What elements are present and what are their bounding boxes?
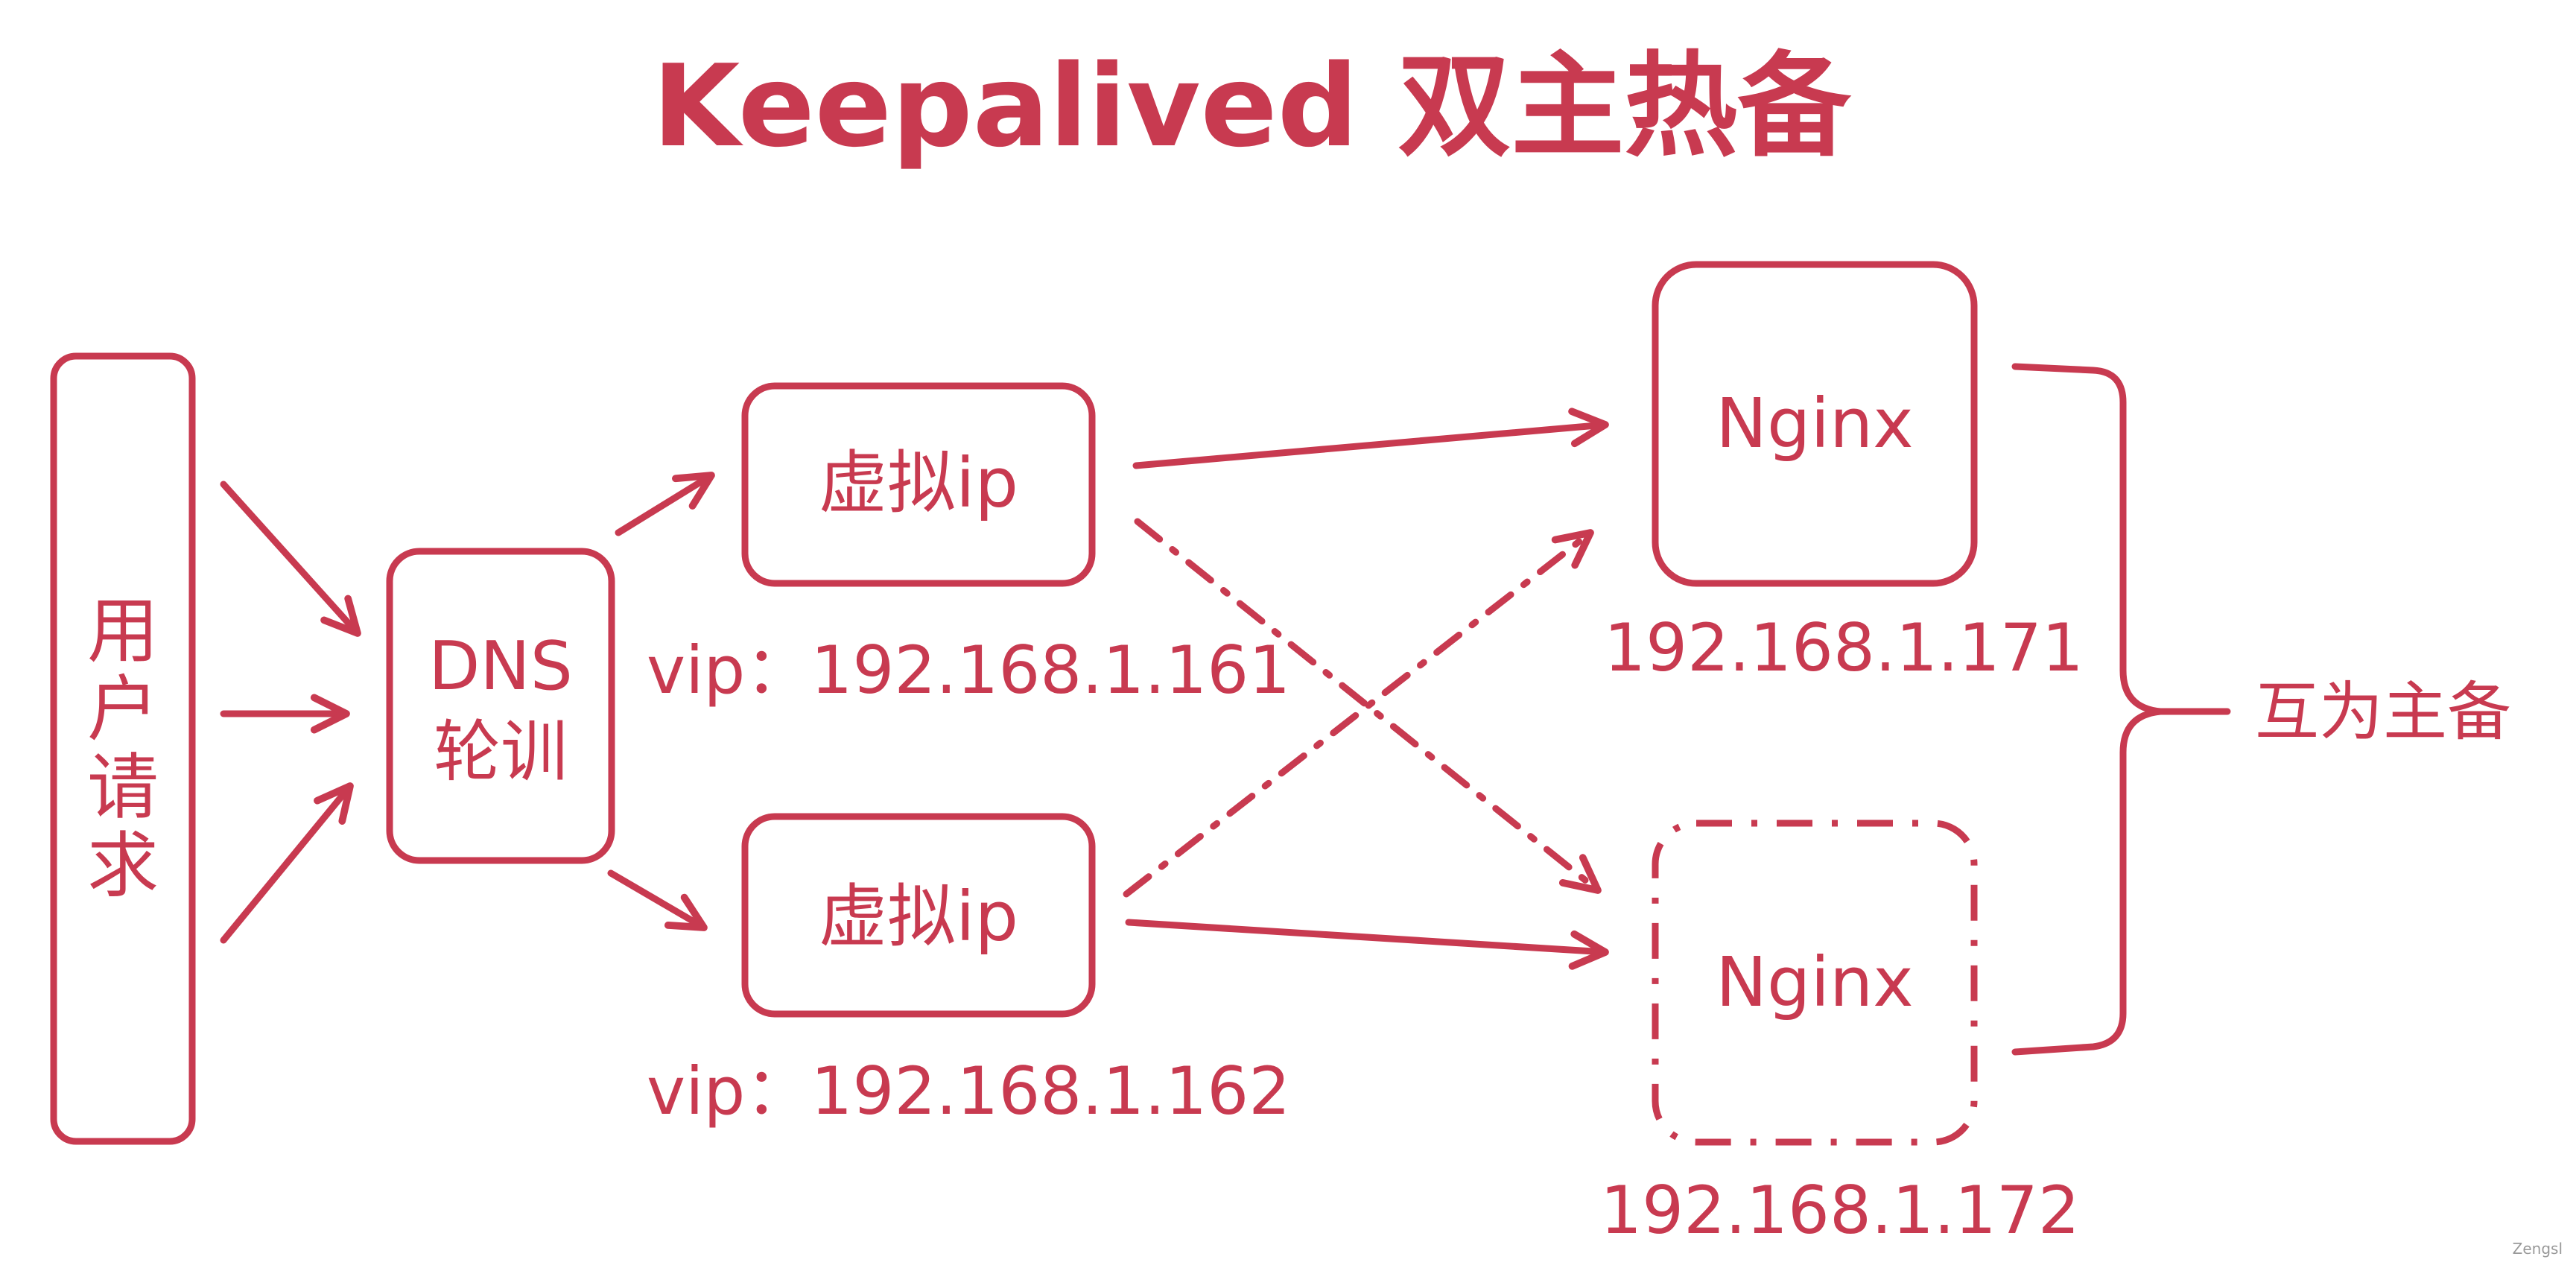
dns-label-secondary: 轮训 [434, 713, 568, 791]
nginx-backup-box [1652, 820, 1978, 1146]
nginx-ip: 192.168.1.171 [1604, 609, 2084, 686]
grouping-brace [2011, 363, 2231, 1056]
vip1-to-nginx1-arrow [1132, 408, 1609, 469]
user-request-label: 用 户 请 求 [87, 589, 159, 907]
vip2-to-nginx1-backup-arrow [1123, 529, 1594, 898]
user-to-dns-arrow [220, 481, 361, 637]
user-request-char: 求 [87, 824, 159, 907]
user-request-char: 户 [87, 668, 159, 751]
virtual-ip-label: 虚拟ip [819, 443, 1018, 523]
virtual-ip-label: 虚拟ip [819, 877, 1018, 957]
diagram-title: Keepalived 双主热备 [653, 40, 1852, 172]
nginx-ip: 192.168.1.172 [1600, 1172, 2080, 1249]
dns-label: DNS [428, 627, 573, 706]
virtual-ip-box [741, 382, 1096, 587]
dns-to-vip2-arrow [607, 869, 708, 931]
vip2-to-nginx2-arrow [1125, 919, 1609, 970]
nginx-label: Nginx [1716, 942, 1914, 1022]
mutual-backup-label: 互为主备 [2255, 675, 2511, 749]
virtual-ip-box [741, 813, 1096, 1018]
watermark-text: Zengsl [2513, 1240, 2563, 1258]
dns-box [386, 548, 615, 864]
vip-address: vip：192.168.1.161 [647, 632, 1290, 709]
user-request-char: 请 [87, 746, 159, 829]
nginx-label: Nginx [1716, 384, 1914, 463]
vip-address: vip：192.168.1.162 [647, 1053, 1290, 1129]
nginx-primary-box [1652, 261, 1978, 587]
user-to-dns-arrow [220, 782, 354, 944]
user-request-box [50, 352, 196, 1145]
user-request-char: 用 [87, 589, 159, 673]
dns-to-vip1-arrow [615, 472, 715, 536]
